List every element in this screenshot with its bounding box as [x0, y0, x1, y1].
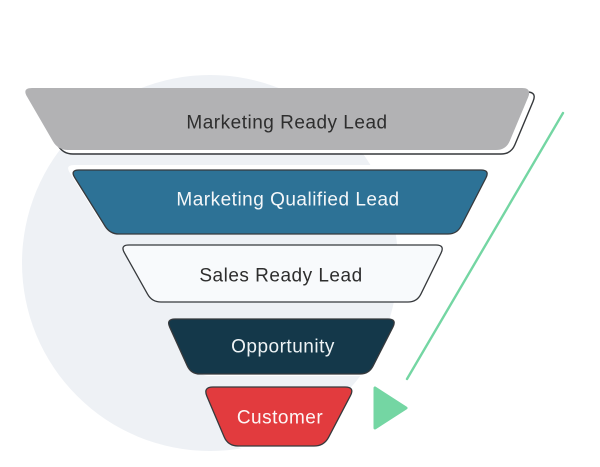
conversion-arrow: [373, 111, 565, 430]
layer-shape: [205, 386, 353, 447]
layer-label: Customer: [237, 408, 324, 429]
funnel-layer-customer: Customer: [205, 386, 360, 449]
arrow-head-icon: [373, 386, 408, 430]
funnel-layer-sales-ready-lead: Sales Ready Lead: [122, 244, 443, 303]
layer-shape: [168, 318, 395, 375]
arrow-line: [405, 111, 565, 381]
layer-shape: [122, 244, 443, 303]
layer-label: Opportunity: [231, 337, 335, 358]
funnel-layer-opportunity: Opportunity: [168, 318, 404, 376]
layer-shape: [25, 88, 530, 150]
layer-shape: [72, 169, 488, 235]
funnel-layer-marketing-qualified-lead: Marketing Qualified Lead: [68, 165, 488, 235]
funnel-layer-marketing-ready-lead: Marketing Ready Lead: [25, 88, 535, 155]
layer-label: Marketing Ready Lead: [186, 113, 387, 134]
layer-label: Sales Ready Lead: [199, 266, 362, 287]
layer-label: Marketing Qualified Lead: [176, 190, 399, 211]
